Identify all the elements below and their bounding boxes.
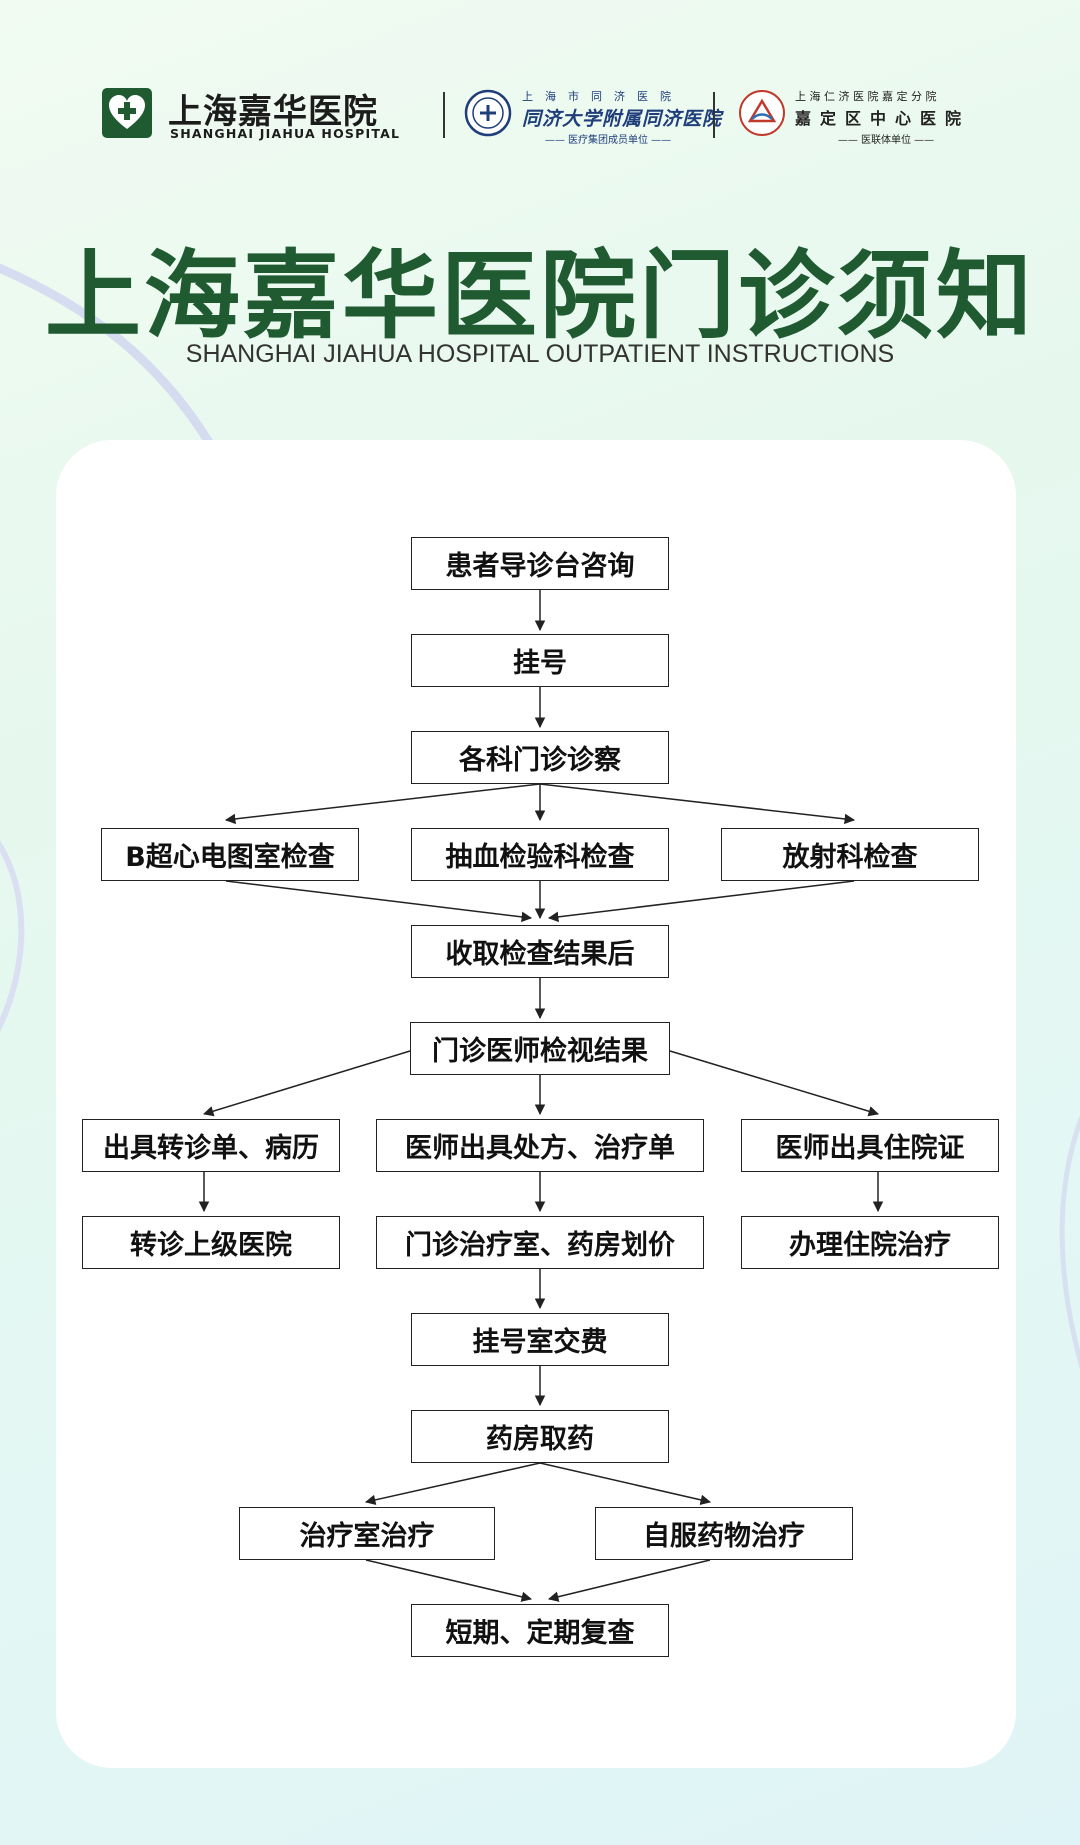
arrow-pharmacy-self [539, 1462, 712, 1506]
flow-step-diagnose: 各科门诊诊察 [411, 731, 669, 784]
flow-step-pricing: 门诊治疗室、药房划价 [376, 1216, 704, 1269]
arrow-review-referral [202, 1050, 411, 1117]
flow-step-radiology: 放射科检查 [721, 828, 979, 881]
flow-step-prescription: 医师出具处方、治疗单 [376, 1119, 704, 1172]
tongji-line1: 上海市同济医院 [522, 90, 683, 103]
flow-step-consult: 患者导诊台咨询 [411, 537, 669, 590]
flow-step-followup: 短期、定期复查 [411, 1604, 669, 1657]
flow-step-self-medication: 自服药物治疗 [595, 1507, 853, 1560]
flow-step-inpatient: 办理住院治疗 [741, 1216, 999, 1269]
jiading-line1: 上海仁济医院嘉定分院 [795, 90, 940, 103]
flowchart-card: 患者导诊台咨询 挂号 各科门诊诊察 B超心电图室检查 抽血检验科检查 放射科检查… [56, 440, 1016, 1768]
flow-step-treatment-room: 治疗室治疗 [239, 1507, 495, 1560]
tongji-seal-icon [464, 89, 512, 137]
logo-divider [713, 92, 715, 138]
flow-step-pharmacy: 药房取药 [411, 1410, 669, 1463]
arrow-diagnose-ultrasound [224, 783, 541, 825]
jiahua-name-en: SHANGHAI JIAHUA HOSPITAL [170, 126, 401, 141]
tongji-line3: —— 医疗集团成员单位 —— [544, 135, 672, 146]
arrow-treatment-followup [365, 1559, 533, 1602]
flow-step-register: 挂号 [411, 634, 669, 687]
flow-step-transfer: 转诊上级医院 [82, 1216, 340, 1269]
flow-step-review: 门诊医师检视结果 [410, 1022, 670, 1075]
arrow-self-followup [547, 1559, 711, 1602]
flowchart-connectors [198, 590, 884, 1602]
jiading-line2: 嘉定区中心医院 [795, 109, 971, 128]
flow-step-blood: 抽血检验科检查 [411, 828, 669, 881]
arrow-review-admission [669, 1050, 880, 1117]
flow-step-referral: 出具转诊单、病历 [82, 1119, 340, 1172]
page-subtitle: SHANGHAI JIAHUA HOSPITAL OUTPATIENT INST… [185, 340, 895, 368]
logo-divider [443, 92, 445, 138]
jiading-line3: —— 医联体单位 —— [837, 135, 935, 146]
jiahua-name-cn: 上海嘉华医院 [168, 92, 378, 132]
jiahua-logo-icon [102, 88, 152, 138]
arrow-pharmacy-treatment [364, 1462, 541, 1506]
arrow-diagnose-radiology [539, 783, 856, 825]
arrow-ultrasound-collect [225, 880, 533, 923]
flow-step-collect: 收取检查结果后 [411, 925, 669, 978]
page-title: 上海嘉华医院门诊须知 [45, 240, 1035, 352]
jiading-seal-icon [739, 90, 785, 136]
flow-step-payment: 挂号室交费 [411, 1313, 669, 1366]
tongji-line2: 同济大学附属同济医院 [522, 108, 723, 130]
flow-step-admission: 医师出具住院证 [741, 1119, 999, 1172]
logo-bar: 上海嘉华医院 SHANGHAI JIAHUA HOSPITAL 上海市同济医院 … [0, 80, 1080, 150]
arrow-radiology-collect [547, 880, 855, 923]
flow-step-ultrasound: B超心电图室检查 [101, 828, 359, 881]
